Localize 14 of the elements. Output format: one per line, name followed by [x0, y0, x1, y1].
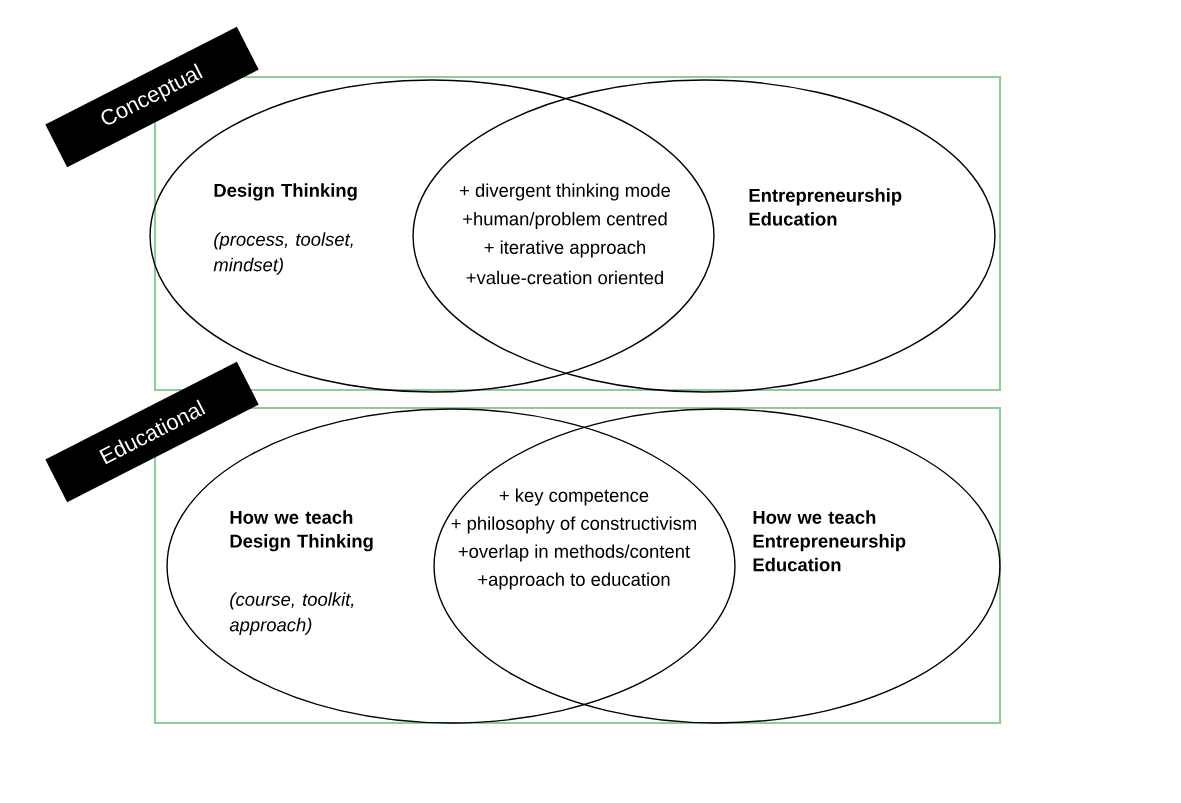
overlap-point: +value-creation oriented	[466, 270, 663, 285]
set-title: Design Thinking	[214, 183, 357, 201]
overlap-point: +approach to education	[478, 572, 670, 590]
overlap-point: + key competence	[499, 488, 649, 506]
set-note: (process, toolset, mindset)	[213, 232, 353, 275]
overlap-point: + philosophy of constructivism	[451, 516, 697, 534]
overlap-point: +overlap in methods/content	[458, 544, 690, 562]
overlap-point: + iterative approach	[484, 240, 646, 258]
set-note: (course, toolkit, approach)	[229, 592, 354, 635]
set-title: How we teach Design Thinking	[230, 510, 373, 552]
overlap-point: + divergent thinking mode	[460, 183, 670, 201]
set-title: Entrepreneurship Education	[749, 188, 902, 226]
set-title: How we teach Entrepreneurship Education	[753, 510, 906, 572]
overlap-point: +human/problem centred	[463, 211, 667, 230]
